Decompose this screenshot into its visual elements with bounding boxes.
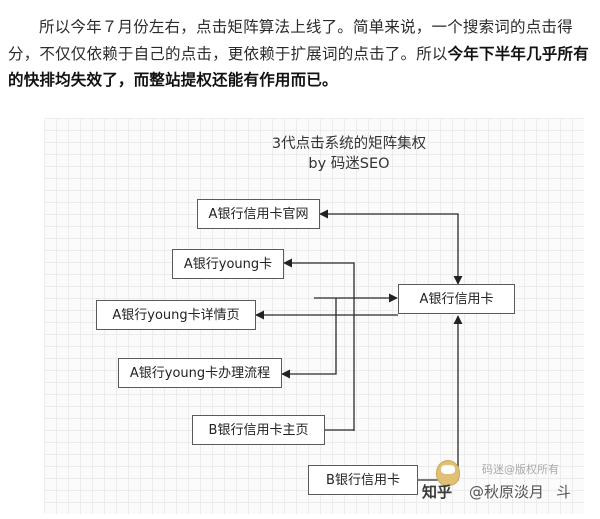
diagram-title: 3代点击系统的矩阵集权 [271,136,427,152]
paragraph-bold-text: 今年下半年几乎所有的快排均失效了，而整站提权还能有作用而已。 [8,43,589,90]
article-paragraph: 所以今年７月份左右，点击矩阵算法上线了。简单来说，一个搜索词的点击得分，不仅仅依… [8,14,592,94]
matrix-diagram: 3代点击系统的矩阵集权 by 码迷SEO A银行信用卡官网 A银行young卡 … [44,118,584,514]
node-b-home: B银行信用卡主页 [192,415,325,445]
zhihu-watermark: 知乎 [422,483,453,501]
node-young-detail: A银行young卡详情页 [96,300,256,330]
edge-apply [281,298,337,379]
node-center-credit-card: A银行信用卡 [398,284,515,314]
node-young-card: A银行young卡 [172,249,284,279]
node-b-card: B银行信用卡 [308,465,418,495]
watermark-logo-icon [436,460,460,486]
author-watermark-suffix: 斗 [556,483,572,501]
node-young-apply: A银行young卡办理流程 [118,358,282,388]
edge-bcard-to-center [418,315,463,481]
paragraph-text: 所以今年７月份左右，点击矩阵算法上线了。简单来说，一个搜索词的点击得分，不仅仅依… [8,18,573,63]
edge-official-to-center [319,209,463,285]
author-watermark: @秋原淡月 [469,483,545,501]
node-official-site: A银行信用卡官网 [197,199,320,229]
copyright-watermark: 码迷@版权所有 [482,463,559,476]
diagram-subtitle: by 码迷SEO [308,156,390,172]
edge-young [283,258,355,431]
